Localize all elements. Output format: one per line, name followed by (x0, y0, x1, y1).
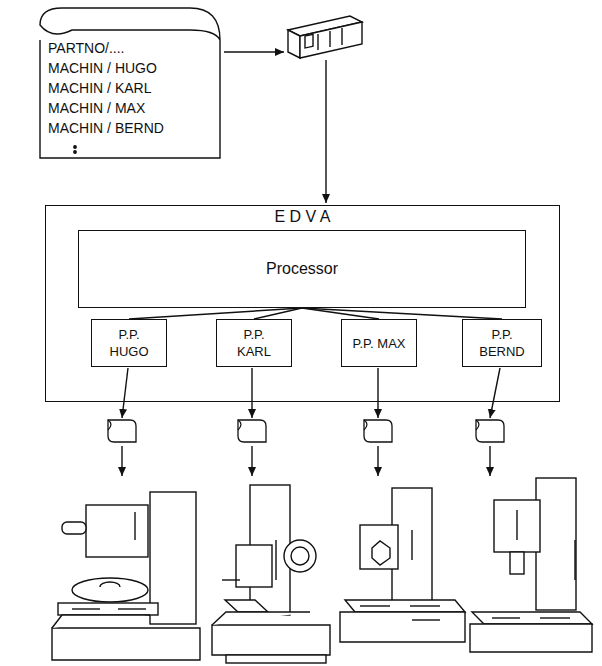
card-reader (288, 16, 362, 58)
node-label: E D V A (46, 208, 559, 226)
postprocessor-box: P.P. KARL (216, 319, 292, 367)
listing-sheet (40, 8, 220, 158)
postprocessor-box: P.P. HUGO (91, 319, 167, 367)
postprocessor-box: P.P. BERND (462, 319, 542, 367)
program-listing: PARTNO/....MACHIN / HUGOMACHIN / KARLMAC… (42, 34, 218, 150)
connector (129, 308, 302, 319)
machine-bernd (470, 478, 592, 652)
machine-karl (212, 485, 330, 663)
machine-hugo (52, 492, 200, 660)
node-label: P.P. KARL (226, 326, 282, 360)
machine-max (340, 488, 465, 642)
node-label: P.P. BERND (474, 326, 530, 360)
processor-box: Processor (78, 230, 526, 308)
computer-box: E D V A ProcessorP.P. HUGO P.P. KARL P.P. M… (45, 205, 560, 402)
program-line: MACHIN / HUGO (48, 58, 212, 78)
connector (302, 308, 502, 319)
node-label: P.P. MAX (351, 335, 407, 352)
program-line: MACHIN / BERND (48, 118, 212, 138)
connector (254, 308, 302, 319)
node-label: Processor (266, 260, 338, 278)
program-line: MACHIN / KARL (48, 78, 212, 98)
node-label: P.P. HUGO (101, 326, 157, 360)
postprocessor-box: P.P. MAX (341, 319, 417, 367)
program-line: MACHIN / MAX (48, 98, 212, 118)
punched-tape (108, 420, 504, 442)
program-line: PARTNO/.... (48, 38, 212, 58)
